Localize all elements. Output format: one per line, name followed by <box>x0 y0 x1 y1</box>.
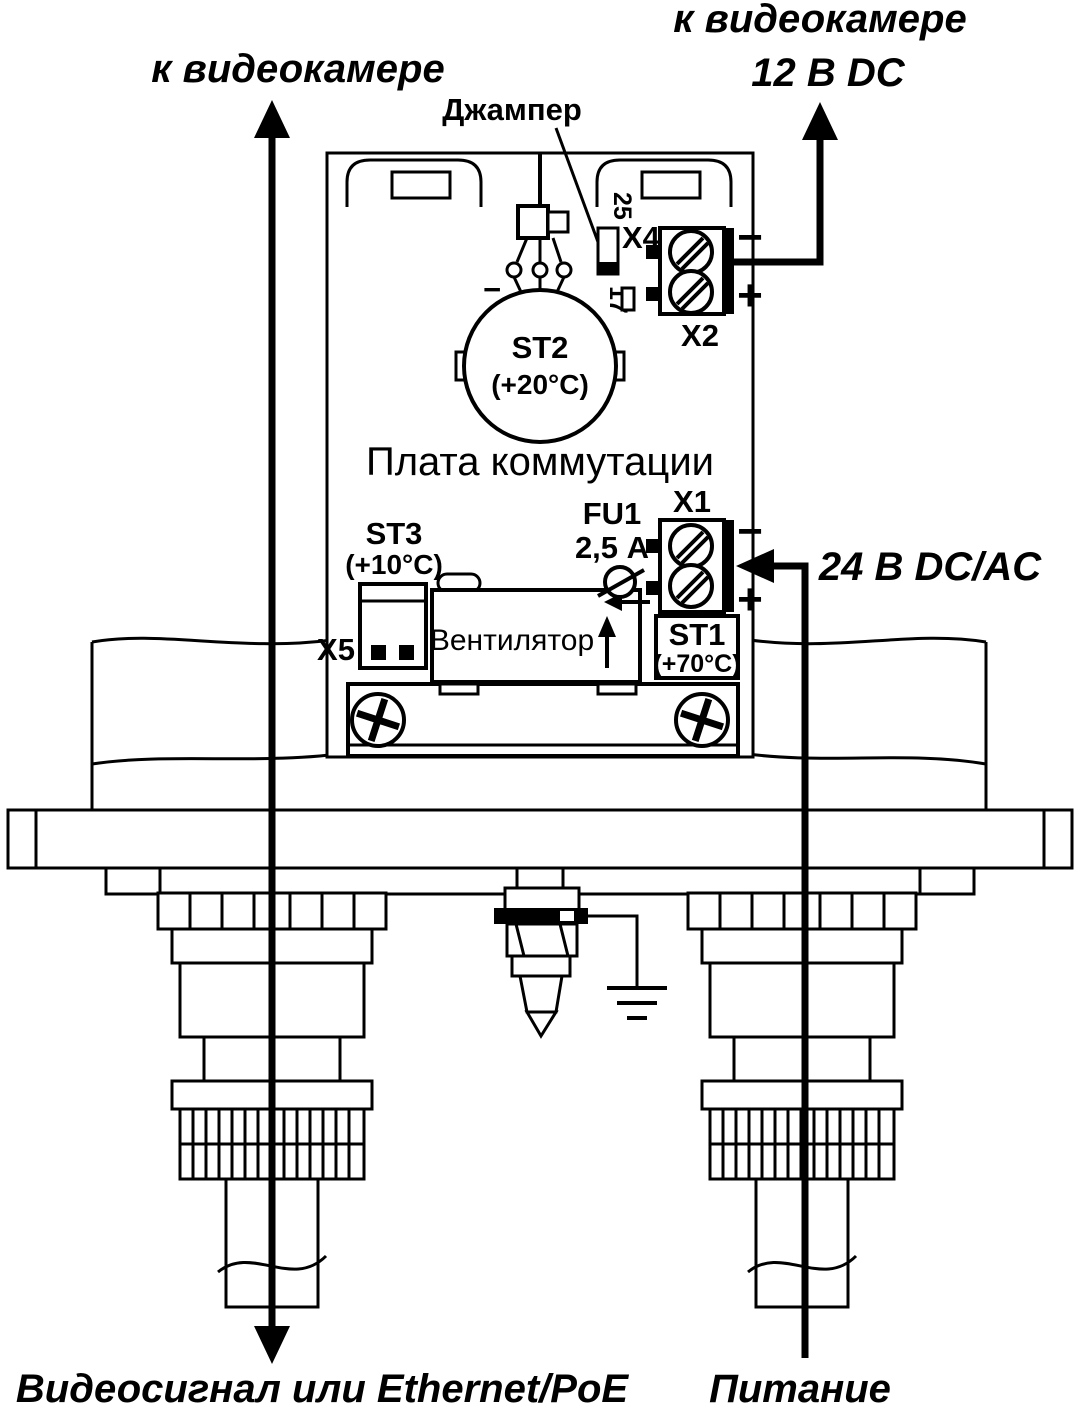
ground-symbol <box>588 914 667 1020</box>
x1-plus-sign: + <box>737 575 763 624</box>
voltage-12v-label: 12 В DC <box>751 51 905 95</box>
arrow-up-video-icon <box>254 100 290 138</box>
wire-24v <box>736 549 809 1358</box>
to-camera-right-label: к видеокамере <box>673 0 966 41</box>
board-title: Плата коммутации <box>366 440 714 484</box>
fu1-rating-label: 2,5 А <box>575 530 649 565</box>
x5-label: X5 <box>317 632 355 667</box>
fan-label: Вентилятор <box>430 624 594 657</box>
st2-label: ST2 <box>512 330 569 365</box>
diode-x4: 25 X4 17 <box>596 192 661 314</box>
voltage-24v-label: 24 В DC/AC <box>818 545 1042 589</box>
jumper-label: Джампер <box>442 92 582 127</box>
st3-temp-label: (+10°C) <box>345 549 443 580</box>
st1-label: ST1 <box>669 617 726 652</box>
x1-minus-sign: − <box>737 507 763 556</box>
marking-25: 25 <box>608 192 636 220</box>
jumper-leader-line <box>554 127 600 243</box>
fuse-symbol-icon <box>597 565 645 599</box>
power-label: Питание <box>709 1367 891 1411</box>
to-camera-left-label: к видеокамере <box>151 47 444 91</box>
housing-body <box>90 636 988 810</box>
board-slot-right <box>640 170 702 200</box>
jumper-minus-sign: − <box>483 272 501 307</box>
arrow-down-video-icon <box>254 1326 290 1364</box>
bracket-screw-right-icon <box>674 692 730 748</box>
video-signal-label: Видеосигнал или Ethernet/PoE <box>16 1367 629 1411</box>
arrow-up-12v-icon <box>802 102 838 140</box>
ground-bolt <box>494 866 588 1039</box>
arrow-left-24v-icon <box>736 549 774 583</box>
mounting-bracket <box>346 682 740 758</box>
fu1-label: FU1 <box>583 496 642 531</box>
board-slot-left <box>390 170 452 200</box>
thermostat-st1: ST1 (+70°C) <box>653 614 741 680</box>
x2-plus-sign: + <box>737 271 763 320</box>
x2-minus-sign: − <box>737 213 763 262</box>
video-signal-arrow <box>254 100 290 1364</box>
st3-label: ST3 <box>366 516 423 551</box>
x2-label: X2 <box>681 318 719 353</box>
wire-12v <box>732 102 838 266</box>
st2-temp-label: (+20°C) <box>491 369 589 400</box>
x1-label: X1 <box>673 484 711 519</box>
st1-temp-label: (+70°C) <box>653 650 740 678</box>
terminal-x1: − + <box>646 507 763 624</box>
terminal-x2: − + X2 <box>646 213 763 353</box>
thermostat-st3 <box>358 582 428 670</box>
bracket-screw-left-icon <box>350 692 406 748</box>
thermostat-st2: ST2 (+20°C) <box>454 276 626 444</box>
